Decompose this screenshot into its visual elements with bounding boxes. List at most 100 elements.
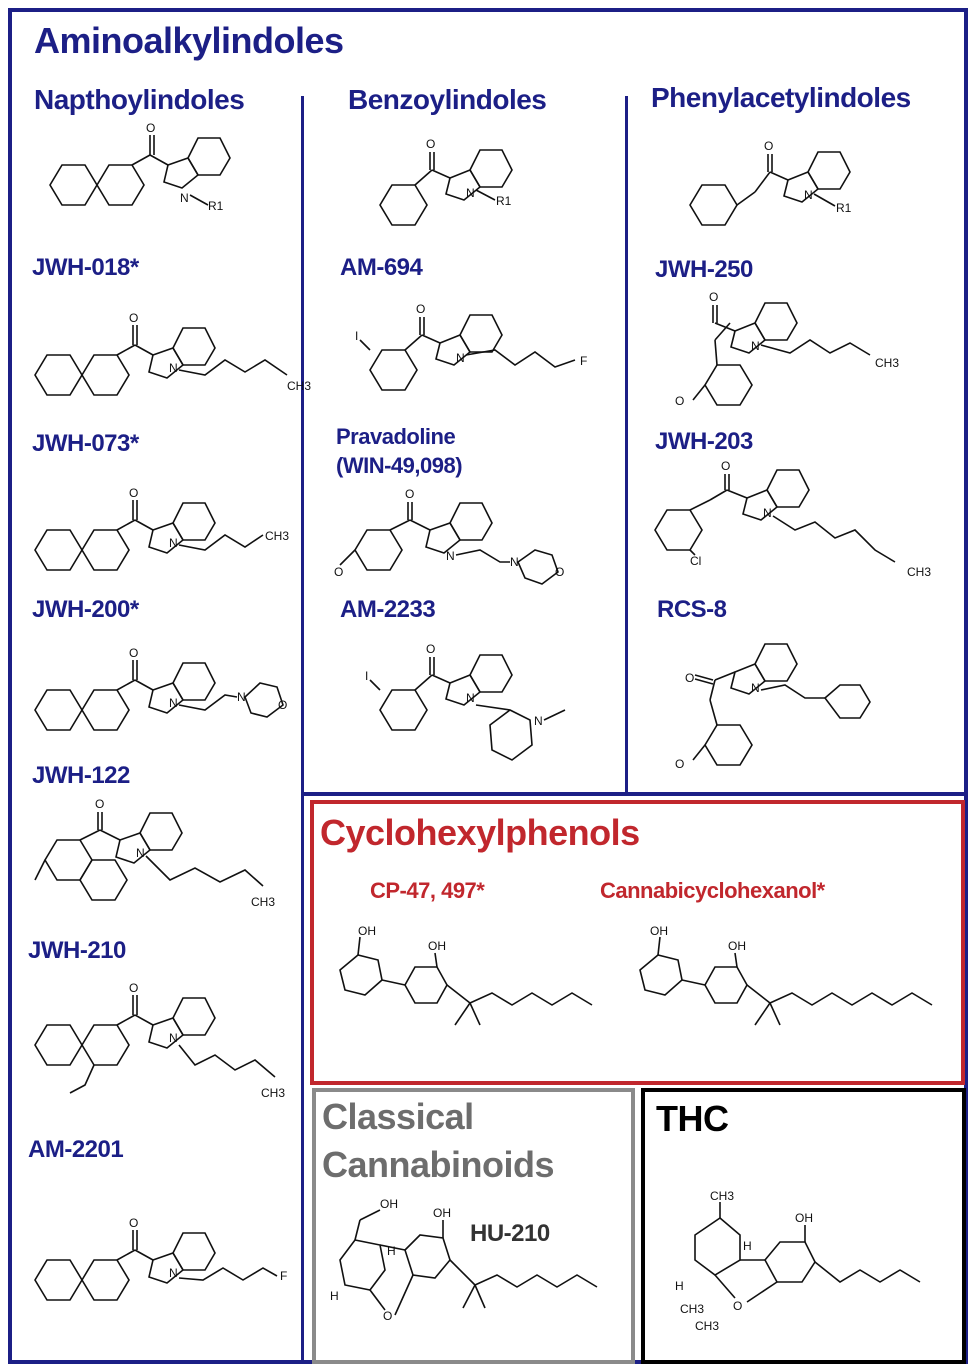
structure-jwh-250: O O N CH3	[675, 290, 899, 408]
svg-text:N: N	[456, 351, 465, 365]
compound-name-win-49098: (WIN-49,098)	[336, 453, 463, 478]
compound-name-jwh-122: JWH-122	[32, 762, 130, 789]
svg-text:CH3: CH3	[907, 565, 931, 579]
svg-text:N: N	[534, 714, 543, 728]
svg-text:N: N	[180, 191, 189, 205]
benzoylindoles-heading: Benzoylindoles	[348, 84, 547, 115]
aminoalkylindoles-title: Aminoalkylindoles	[34, 20, 344, 61]
compound-name-jwh-200: JWH-200*	[32, 596, 139, 623]
svg-text:H: H	[675, 1279, 684, 1293]
structure-am-2201: O N F	[34, 1216, 287, 1301]
structure-napthoylindole-core: O N R1	[49, 121, 231, 213]
svg-text:N: N	[169, 1266, 178, 1280]
svg-text:N: N	[751, 681, 760, 695]
structure-cannabicyclohexanol: OH OH	[639, 924, 933, 1026]
compound-name-jwh-250: JWH-250	[655, 256, 753, 283]
compound-name-am-694: AM-694	[340, 254, 423, 281]
column-divider-2	[625, 96, 628, 792]
compound-name-jwh-018: JWH-018*	[32, 254, 139, 281]
compound-name-hu-210: HU-210	[470, 1220, 550, 1247]
thc-title: THC	[656, 1098, 729, 1139]
svg-text:OH: OH	[428, 939, 446, 953]
compound-name-am-2201: AM-2201	[28, 1136, 124, 1163]
svg-text:CH3: CH3	[680, 1302, 704, 1316]
svg-text:N: N	[763, 506, 772, 520]
classical-title-line2: Cannabinoids	[322, 1144, 555, 1185]
svg-text:O: O	[709, 290, 718, 304]
structure-jwh-073: O N CH3	[34, 486, 289, 571]
svg-text:N: N	[804, 188, 813, 202]
compound-name-jwh-073: JWH-073*	[32, 430, 139, 457]
svg-text:OH: OH	[358, 924, 376, 938]
svg-text:H: H	[743, 1239, 752, 1253]
svg-text:O: O	[675, 757, 684, 771]
svg-text:CH3: CH3	[265, 529, 289, 543]
structure-jwh-203: Cl O N CH3	[654, 459, 931, 579]
structure-thc: CH3 H OH O H CH3 CH3	[675, 1189, 921, 1333]
svg-text:O: O	[129, 1216, 138, 1230]
svg-text:R1: R1	[836, 201, 852, 215]
structure-am-2233: I O N N	[365, 642, 566, 761]
structure-cp-47497: OH OH	[339, 924, 593, 1026]
svg-text:OH: OH	[380, 1197, 398, 1211]
svg-text:CH3: CH3	[710, 1189, 734, 1203]
svg-text:OH: OH	[795, 1211, 813, 1225]
svg-text:O: O	[555, 565, 564, 579]
svg-text:O: O	[426, 137, 435, 151]
thc-frame	[641, 1088, 966, 1364]
aminoalkylindoles-lower-border	[303, 792, 968, 796]
compound-name-cp-47497: CP-47, 497*	[370, 878, 485, 903]
svg-text:N: N	[169, 536, 178, 550]
svg-text:CH3: CH3	[251, 895, 275, 909]
compound-name-pravadoline: Pravadoline	[336, 424, 456, 449]
svg-text:O: O	[129, 486, 138, 500]
svg-text:I: I	[365, 669, 368, 683]
classical-cannabinoids-frame	[312, 1088, 635, 1364]
svg-text:O: O	[95, 797, 104, 811]
svg-text:O: O	[334, 565, 343, 579]
svg-text:O: O	[146, 121, 155, 135]
svg-text:N: N	[466, 691, 475, 705]
structure-rcs-8: O O N	[675, 643, 871, 771]
svg-text:Cl: Cl	[690, 554, 701, 568]
structure-benzoylindole-core: O N R1	[379, 137, 513, 226]
svg-text:O: O	[383, 1309, 392, 1323]
svg-text:I: I	[355, 329, 358, 343]
svg-text:O: O	[129, 311, 138, 325]
svg-text:CH3: CH3	[287, 379, 311, 393]
svg-text:H: H	[330, 1289, 339, 1303]
cyclohexylphenols-title: Cyclohexylphenols	[320, 812, 640, 853]
svg-text:O: O	[733, 1299, 742, 1313]
structure-hu-210: OH H OH O H	[330, 1197, 598, 1323]
svg-text:O: O	[764, 139, 773, 153]
svg-text:N: N	[751, 339, 760, 353]
svg-text:OH: OH	[433, 1206, 451, 1220]
structure-phenylacetylindole-core: O N R1	[689, 139, 852, 226]
cyclohexylphenols-frame	[310, 800, 965, 1085]
structure-jwh-210: O N CH3	[34, 981, 285, 1100]
svg-text:N: N	[169, 1031, 178, 1045]
compound-name-cannabicyclohexanol: Cannabicyclohexanol*	[600, 878, 825, 903]
svg-text:OH: OH	[728, 939, 746, 953]
compound-name-jwh-203: JWH-203	[655, 428, 753, 455]
svg-text:F: F	[280, 1269, 287, 1283]
svg-text:CH3: CH3	[695, 1319, 719, 1333]
svg-text:CH3: CH3	[875, 356, 899, 370]
svg-text:N: N	[136, 846, 145, 860]
svg-text:O: O	[405, 487, 414, 501]
svg-text:O: O	[129, 646, 138, 660]
structure-jwh-200: O N N O	[34, 646, 287, 731]
svg-text:O: O	[426, 642, 435, 656]
svg-text:N: N	[446, 549, 455, 563]
svg-text:N: N	[466, 186, 475, 200]
compound-name-jwh-210: JWH-210	[28, 937, 126, 964]
phenylacetylindoles-heading: Phenylacetylindoles	[651, 82, 911, 113]
svg-text:H: H	[387, 1244, 396, 1258]
svg-text:R1: R1	[496, 194, 512, 208]
compound-name-am-2233: AM-2233	[340, 596, 436, 623]
structure-jwh-018: O N CH3	[34, 311, 311, 396]
svg-text:O: O	[675, 394, 684, 408]
svg-text:O: O	[278, 698, 287, 712]
svg-text:O: O	[416, 302, 425, 316]
svg-text:N: N	[510, 555, 519, 569]
